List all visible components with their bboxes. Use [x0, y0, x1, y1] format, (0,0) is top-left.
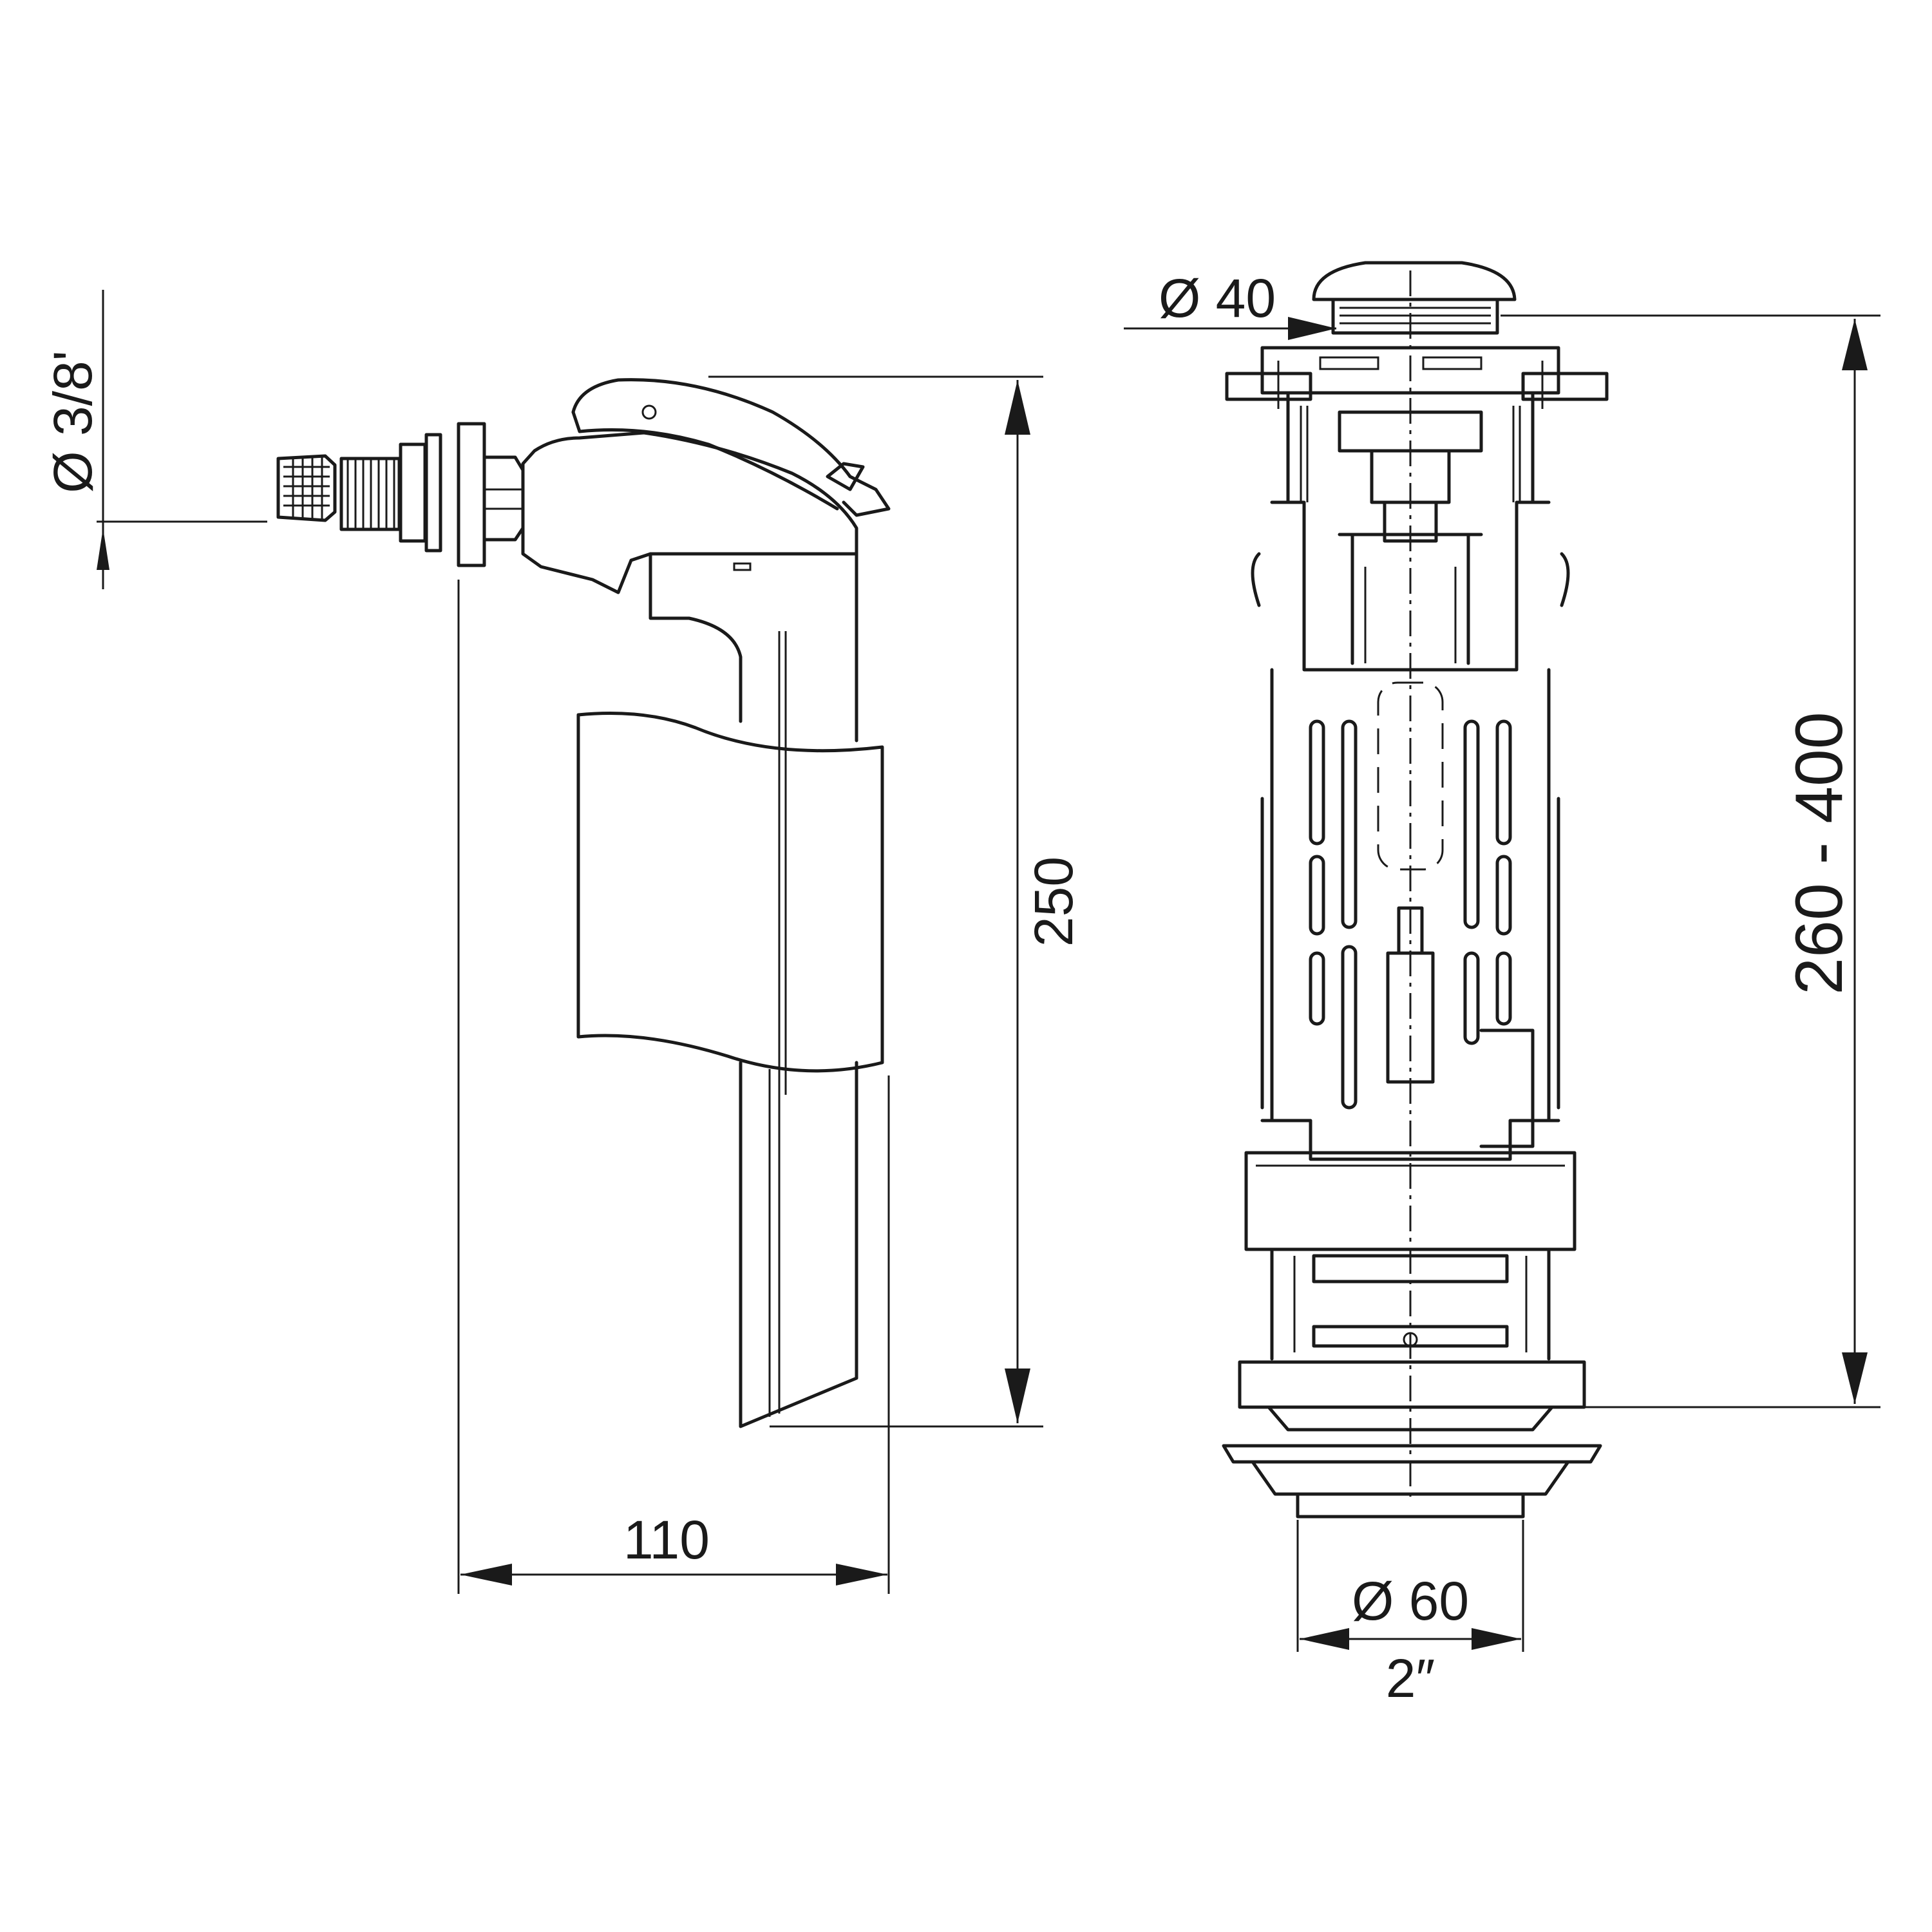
valve-head — [521, 378, 891, 594]
inlet-diameter-label: Ø 3/8' — [43, 350, 103, 493]
inlet-strainer — [276, 454, 337, 522]
fill-valve-drawing — [276, 378, 891, 1428]
base-seal — [1222, 1360, 1602, 1519]
top-frame — [1225, 346, 1609, 409]
lower-tube — [739, 1061, 858, 1428]
flush-valve-drawing — [1222, 261, 1609, 1519]
button-diameter-label: Ø 40 — [1159, 268, 1276, 328]
inlet-thread — [339, 422, 525, 567]
outlet-diameter-label: Ø 60 — [1352, 1571, 1469, 1631]
outlet-thread-label: 2″ — [1386, 1648, 1435, 1709]
fill-valve-dimensions — [97, 290, 1043, 1594]
push-button — [1312, 261, 1517, 335]
flush-valve-height-label: 260 - 400 — [1782, 712, 1857, 994]
fill-valve-width-label: 110 — [623, 1510, 710, 1570]
float-cup — [576, 712, 884, 1073]
valve-neck — [649, 552, 858, 743]
flush-valve-dimensions — [1124, 314, 1880, 1652]
fill-valve-height-label: 250 — [1023, 857, 1084, 947]
